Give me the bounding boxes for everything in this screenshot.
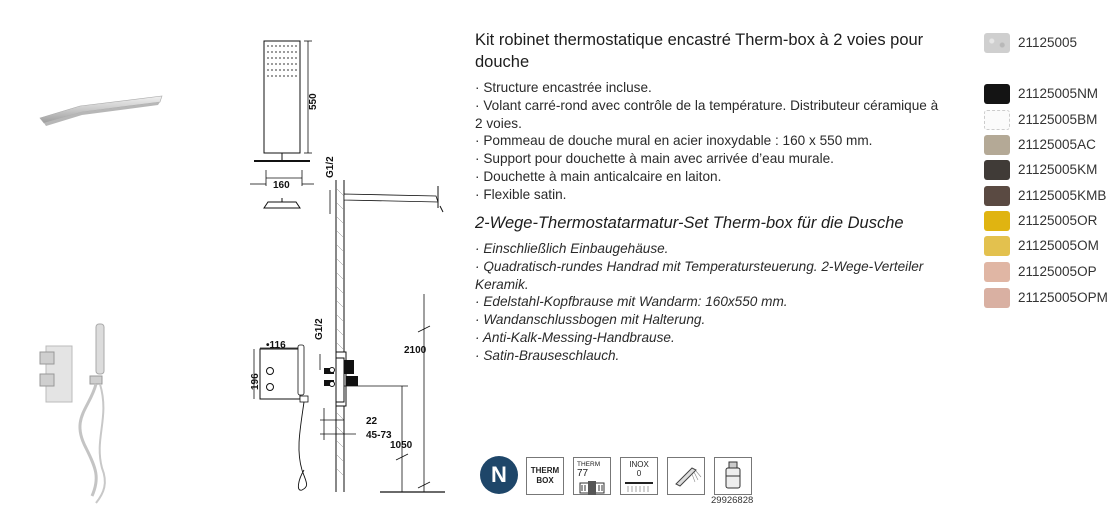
finish-code: 21125005AC [1018,137,1096,152]
valve-front-view [259,348,301,400]
finish-swatch [984,211,1010,231]
head-front-view [254,40,310,162]
product-title-de: 2-Wege-Thermostatarmatur-Set Therm-box f… [475,214,904,232]
feature-de-item: Anti-Kalk-Messing-Handbrause. [475,329,945,347]
cartridge-icon [714,457,752,495]
product-title-fr: Kit robinet thermostatique encastré Ther… [475,31,924,71]
finish-code: 21125005KMB [1018,188,1107,203]
inox-icon: INOX 0 [620,457,658,495]
feature-de-item: Einschließlich Einbaugehäuse. [475,240,945,258]
finish-code: 21125005KM [1018,162,1098,177]
feature-fr-item: Structure encastrée incluse. [475,79,945,97]
part-number: 29926828 [711,495,754,506]
feature-fr-item: Douchette à main anticalcaire en laiton. [475,168,945,186]
finish-code: 21125005OM [1018,238,1099,253]
head-nozzles [267,45,297,77]
finish-code: 21125005 [1018,35,1078,50]
dim-depth-range: 45-73 [366,430,392,441]
finish-swatch [984,288,1010,308]
thermostat-icon: THERM 77 [573,457,611,495]
feature-de-item: Satin-Brauseschlauch. [475,347,945,365]
technical-drawing: 550 160 G1/2 •116 196 [250,40,445,493]
dim-head-height: 550 [308,93,319,110]
finish-swatch [984,84,1010,104]
finish-swatch [984,33,1010,53]
new-badge-icon: N [480,456,518,494]
thermbox-icon: THERM BOX [526,457,564,495]
dim-head-width: 160 [273,180,290,191]
dim-depth-min: 22 [366,416,378,427]
dim-total-height: 2100 [404,345,427,356]
shower-head-photo [39,95,163,126]
feature-fr-item: Support pour douchette à main avec arriv… [475,150,945,168]
dim-valve-height-floor: 1050 [390,440,413,451]
finish-code: 21125005NM [1018,86,1099,101]
hand-shower-icon [667,457,705,495]
finish-code: 21125005OP [1018,264,1097,279]
finish-code: 21125005OPM [1018,290,1108,305]
finish-swatch [984,160,1010,180]
feature-fr-item: Flexible satin. [475,186,945,204]
feature-de-item: Wandanschlussbogen mit Halterung. [475,311,945,329]
finish-swatch [984,262,1010,282]
feature-de-item: Edelstahl-Kopfbrause mit Wandarm: 160x55… [475,293,945,311]
feature-fr-item: Pommeau de douche mural en acier inoxyda… [475,132,945,150]
dim-thread-top: G1/2 [325,156,336,178]
finish-swatch [984,110,1010,130]
feature-fr-item: Volant carré-rond avec contrôle de la te… [475,97,945,133]
feature-de-item: Quadratisch-rundes Handrad mit Temperatu… [475,258,945,294]
finish-swatch [984,236,1010,256]
dim-valve-height: 196 [250,373,261,390]
features-de-list: Einschließlich Einbaugehäuse. Quadratisc… [475,240,945,365]
dim-thread-mid: G1/2 [314,318,325,340]
finish-swatch [984,135,1010,155]
finish-code: 21125005BM [1018,112,1098,127]
dim-valve-width: •116 [266,340,286,351]
wall-section [335,180,345,492]
finish-code: 21125005OR [1018,213,1098,228]
features-fr-list: Structure encastrée incluse. Volant carr… [475,79,945,204]
valve-handshower-photo [39,323,106,504]
finish-swatch [984,186,1010,206]
